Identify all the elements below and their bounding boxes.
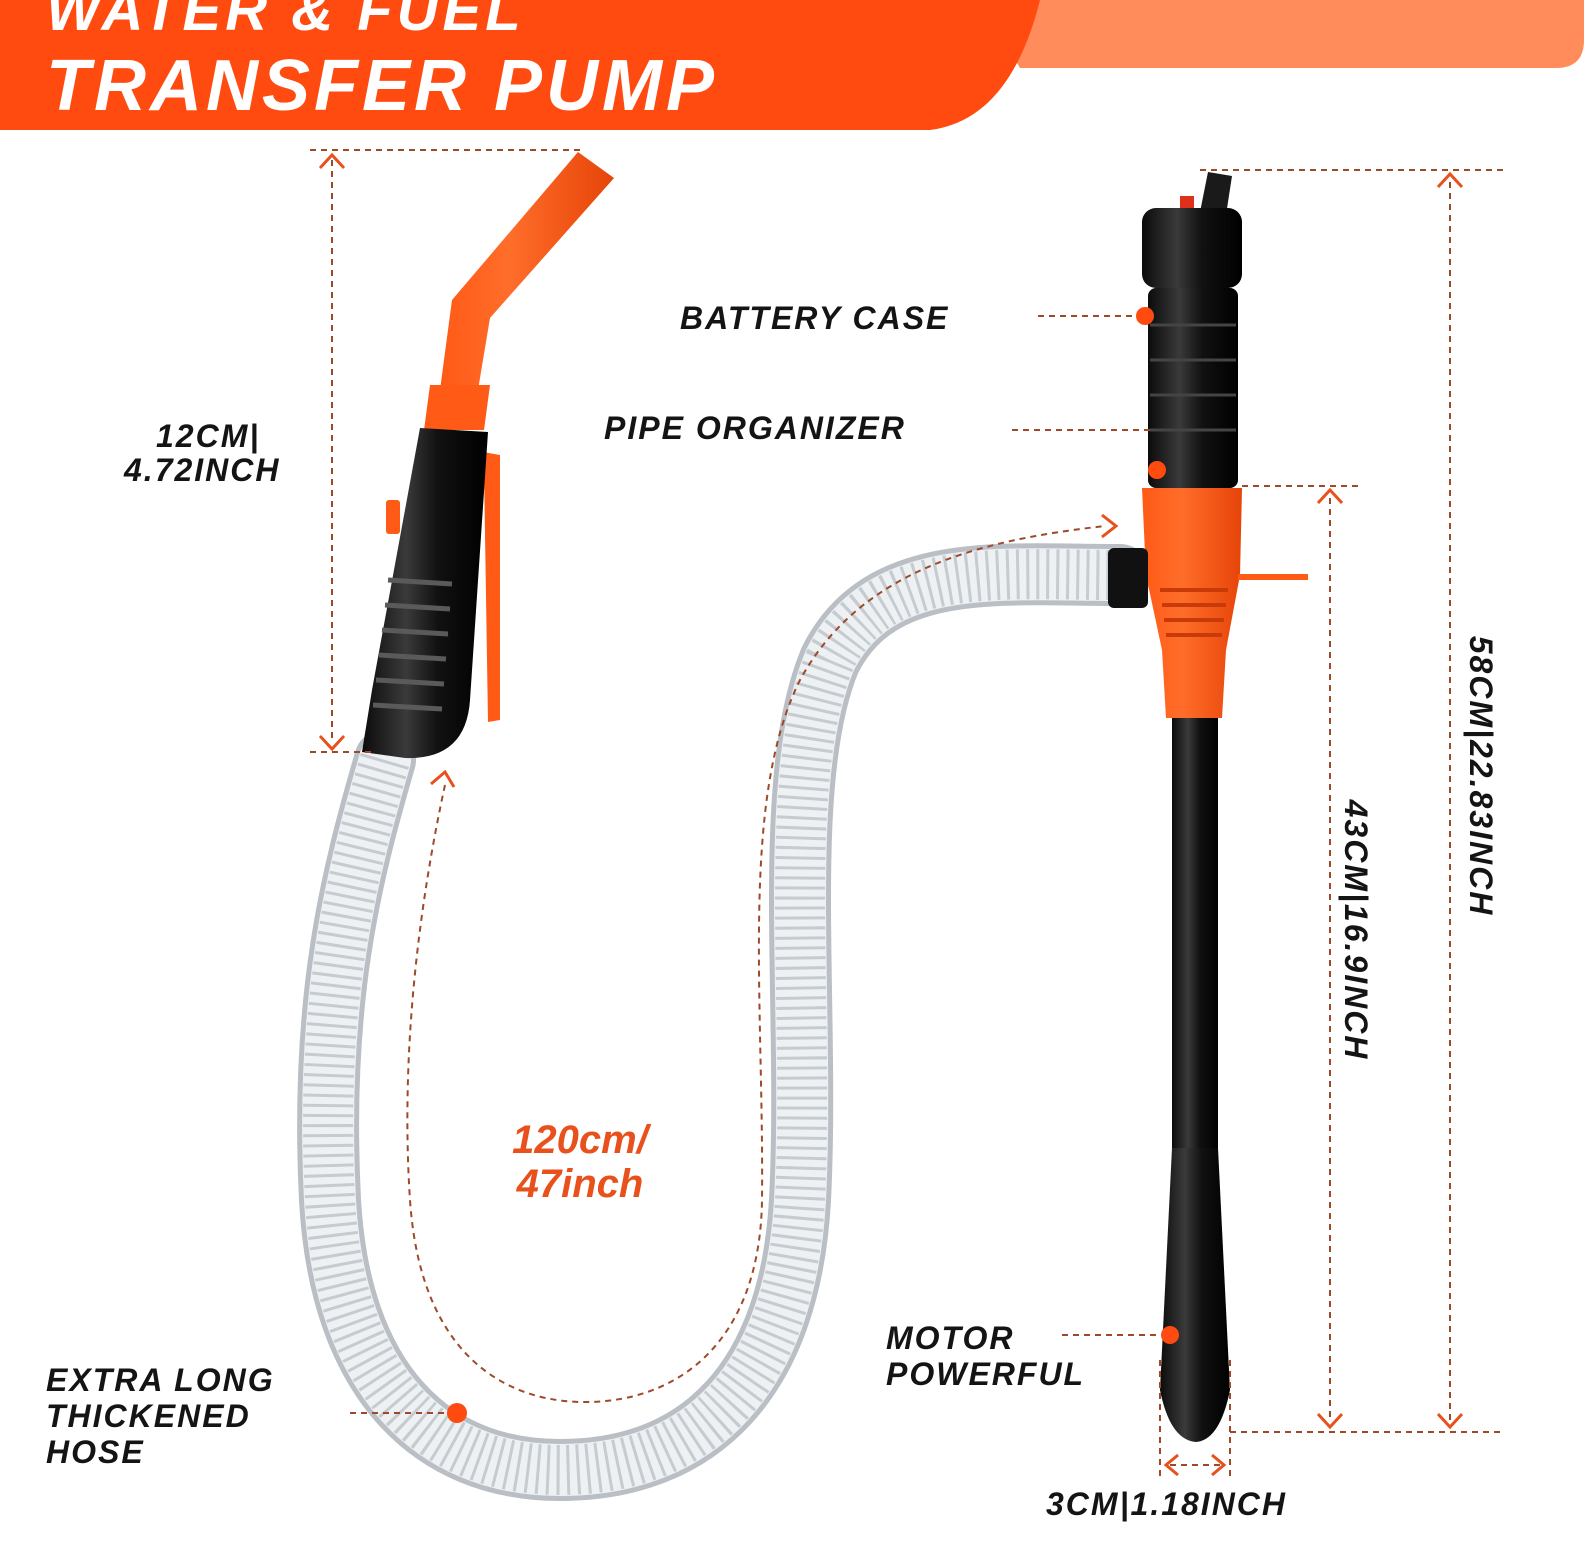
- dim-diameter: 3CM|1.18INCH: [1046, 1486, 1288, 1522]
- nozzle-spout: [440, 152, 614, 390]
- banner-light-band: [980, 0, 1584, 68]
- hose: [297, 543, 1151, 1502]
- pump-body: [1108, 172, 1308, 1442]
- label-hose-line2: THICKENED: [46, 1398, 251, 1434]
- banner-title-line2: TRANSFER PUMP: [46, 46, 719, 126]
- dim-tube-length: 43CM|16.9INCH: [1338, 799, 1374, 1061]
- label-motor-line2: POWERFUL: [886, 1356, 1086, 1392]
- battery-case-body: [1148, 288, 1238, 488]
- dim-hose-line2: 47inch: [516, 1162, 644, 1206]
- banner-title-line1: WATER & FUEL: [46, 0, 525, 43]
- dim-total-length: 58CM|22.83INCH: [1463, 635, 1499, 917]
- label-hose-line1: EXTRA LONG: [46, 1362, 275, 1398]
- nozzle-handle: [362, 428, 488, 759]
- hose-connector: [1108, 548, 1148, 608]
- dimension-arrows: [318, 152, 1464, 1477]
- nozzle: [362, 152, 614, 759]
- label-pipe-organizer: PIPE ORGANIZER: [604, 410, 906, 446]
- pump-tube: [1172, 718, 1218, 1148]
- label-battery-case: BATTERY CASE: [680, 300, 950, 336]
- nozzle-collar: [424, 385, 490, 430]
- label-hose-line3: HOSE: [46, 1434, 145, 1470]
- header-banner: [0, 0, 1584, 130]
- label-motor-line1: MOTOR: [886, 1320, 1015, 1356]
- dimension-lines: [310, 149, 1505, 1478]
- dim-nozzle-line2: 4.72INCH: [124, 452, 281, 488]
- dim-nozzle-line1: 12CM|: [156, 418, 261, 454]
- dim-hose-line1: 120cm/: [512, 1118, 648, 1162]
- nozzle-clip: [458, 448, 500, 722]
- banner-main-band: [0, 0, 1040, 130]
- pump-motor: [1160, 1148, 1230, 1442]
- battery-case-cap: [1142, 208, 1242, 288]
- callout-dots: [447, 307, 1179, 1423]
